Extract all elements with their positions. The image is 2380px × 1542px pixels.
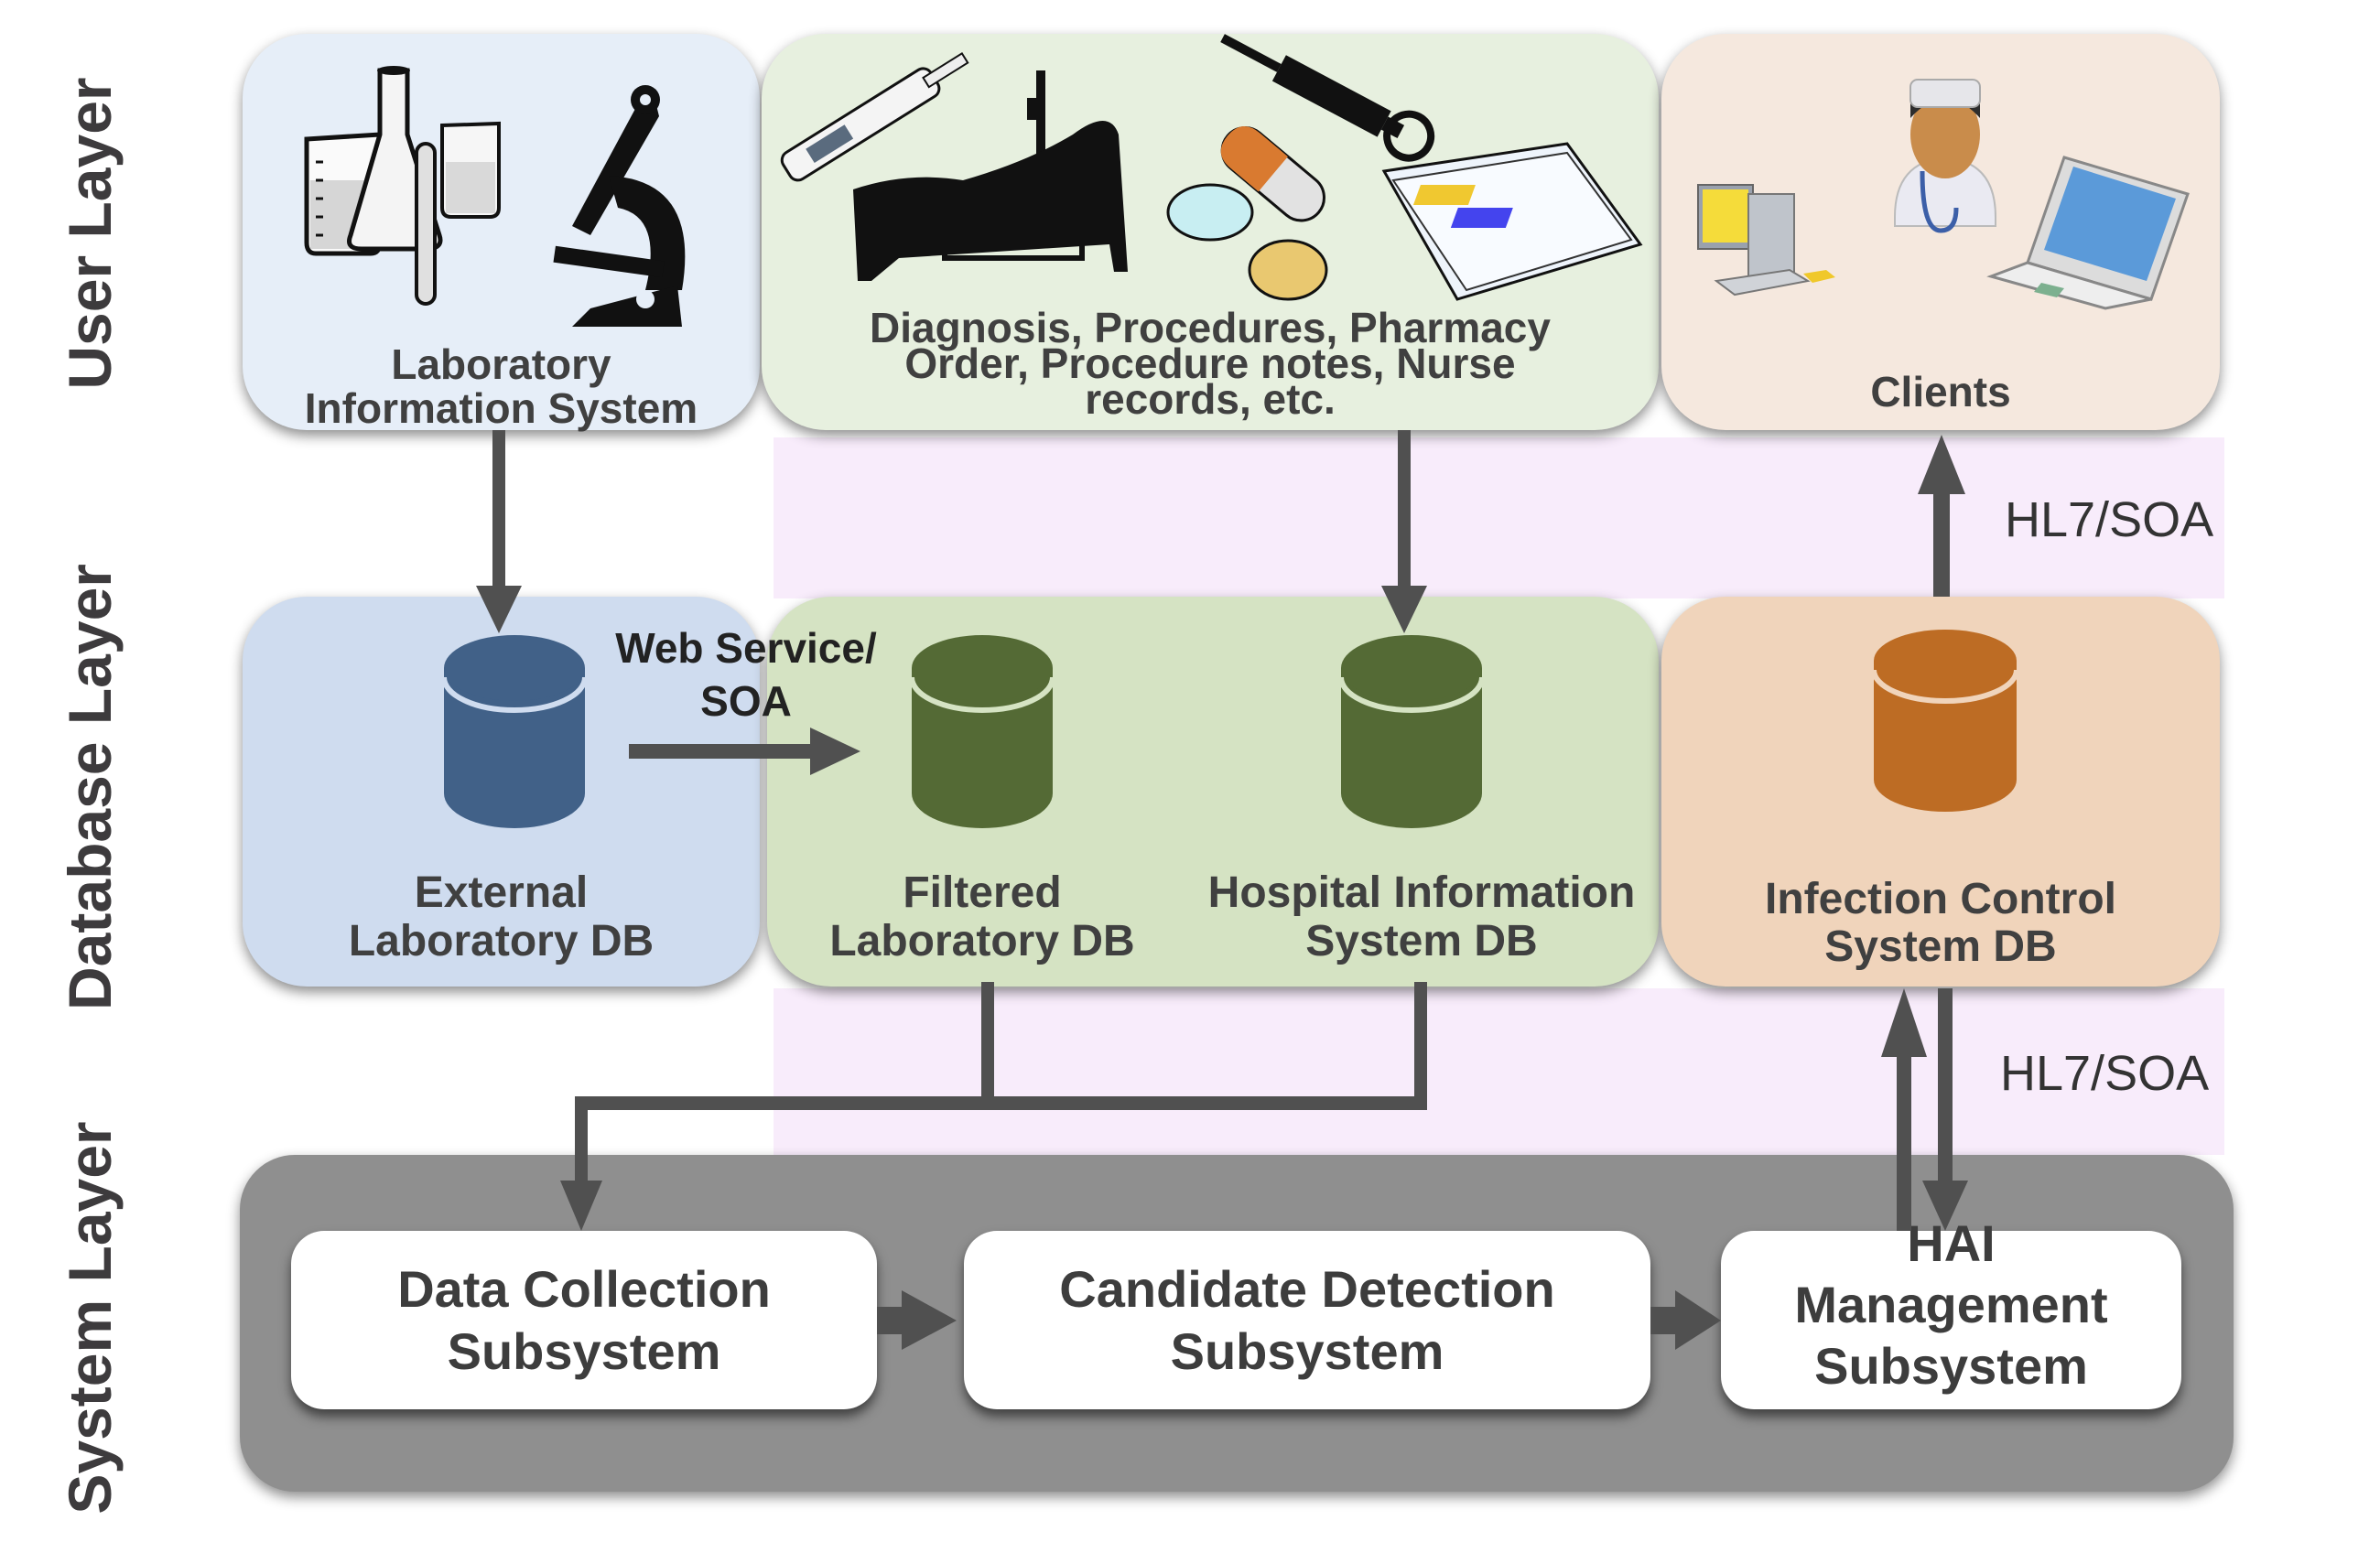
his-db-label: Hospital Information System DB bbox=[1188, 868, 1655, 966]
capsule-icon bbox=[1220, 126, 1325, 222]
clinical-icons bbox=[780, 34, 1643, 301]
label-line: Laboratory DB bbox=[348, 916, 654, 965]
filtered-lab-db-label: Filtered Laboratory DB bbox=[795, 868, 1170, 966]
doctor-icon bbox=[1894, 79, 1996, 233]
tablet-icon bbox=[1248, 239, 1328, 301]
label-line: External bbox=[414, 868, 589, 917]
external-lab-db-box: External Laboratory DB bbox=[243, 597, 760, 987]
label-line: Filtered bbox=[903, 868, 1062, 917]
infection-control-db-box: Infection Control System DB bbox=[1661, 597, 2220, 987]
database-layer-label: Database Layer bbox=[56, 564, 124, 1010]
label-line: Subsystem bbox=[447, 1321, 721, 1380]
label-line: Data Collection bbox=[397, 1260, 771, 1319]
label-line: records, etc. bbox=[1085, 375, 1336, 424]
filtered-db-icon bbox=[909, 635, 1485, 828]
clinical-data-label: Diagnosis, Procedures, Pharmacy Order, P… bbox=[762, 304, 1659, 424]
clients-icons bbox=[1697, 79, 2190, 310]
clients-label: Clients bbox=[1870, 368, 2011, 415]
database-icon bbox=[441, 635, 588, 828]
label-line: Web Service/ bbox=[615, 624, 877, 672]
clients-box: Clients bbox=[1661, 34, 2220, 430]
thermometer-icon bbox=[780, 52, 969, 182]
hl7-soa-label-bottom: HL7/SOA bbox=[2000, 1046, 2210, 1101]
web-service-label: Web Service/ SOA bbox=[586, 622, 906, 728]
label-line: Laboratory bbox=[391, 340, 611, 388]
label-line: Diagnosis, Procedures, Pharmacy bbox=[870, 304, 1551, 351]
external-lab-db-label: External Laboratory DB bbox=[243, 868, 760, 966]
label-line: Infection Control bbox=[1765, 875, 2116, 923]
arrow-lis-to-external-db bbox=[492, 430, 505, 595]
lab-info-system-box: Laboratory Information System bbox=[243, 34, 760, 431]
infection-db-icon bbox=[1871, 630, 2019, 812]
pill-icon bbox=[1166, 183, 1254, 242]
clinical-data-box: Diagnosis, Procedures, Pharmacy Order, P… bbox=[762, 34, 1659, 430]
label-line: Subsystem bbox=[1814, 1337, 2088, 1396]
system-layer-label: System Layer bbox=[56, 1121, 124, 1515]
protocol-band-top bbox=[774, 437, 2224, 598]
desktop-computer-icon bbox=[1697, 184, 1835, 297]
label-line: Information System bbox=[304, 384, 698, 433]
syringe-icon bbox=[1220, 34, 1435, 162]
user-layer-label: User Layer bbox=[56, 77, 124, 390]
label-line: Hospital Information bbox=[1207, 868, 1636, 917]
label-line: Laboratory DB bbox=[829, 916, 1135, 965]
label-line: System DB bbox=[1305, 916, 1538, 965]
lab-equipment-icon bbox=[304, 66, 686, 327]
infection-control-db-label: Infection Control System DB bbox=[1661, 876, 2220, 971]
hl7-soa-label-top: HL7/SOA bbox=[2005, 492, 2214, 547]
hospital-bed-icon bbox=[853, 70, 1128, 281]
label-line: HAI bbox=[1907, 1214, 1996, 1272]
laptop-icon bbox=[1986, 156, 2190, 310]
label-line: Candidate Detection bbox=[1059, 1260, 1555, 1319]
label-line: System DB bbox=[1824, 922, 2057, 971]
label-line: Subsystem bbox=[1170, 1321, 1444, 1380]
lab-info-system-label: Laboratory Information System bbox=[243, 342, 760, 431]
label-line: SOA bbox=[700, 676, 792, 725]
label-line: Order, Procedure notes, Nurse bbox=[904, 340, 1516, 388]
hospital-db-group-box: Filtered Laboratory DB Hospital Informat… bbox=[767, 597, 1659, 987]
label-line: Management bbox=[1794, 1276, 2108, 1334]
documents-icon bbox=[1381, 142, 1643, 301]
protocol-band-bottom bbox=[774, 988, 2224, 1155]
